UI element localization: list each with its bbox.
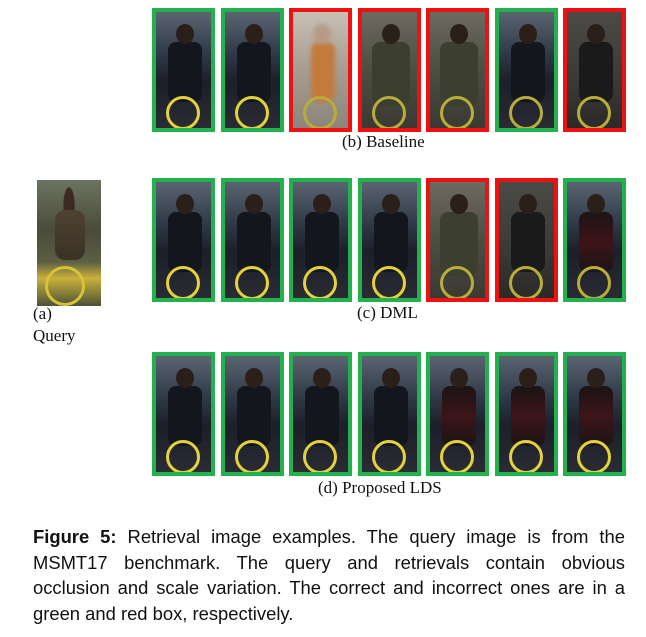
row-label-proposed-lds: (d) Proposed LDS bbox=[318, 478, 442, 497]
person-head bbox=[245, 368, 263, 388]
correct-retrieval-image bbox=[563, 178, 626, 302]
bicycle-wheel bbox=[372, 96, 406, 128]
figure-caption: Figure 5: Retrieval image examples. The … bbox=[33, 524, 625, 626]
person-body bbox=[511, 212, 545, 272]
person-body bbox=[168, 42, 202, 102]
person-head bbox=[519, 194, 537, 214]
query-label-text: Query bbox=[33, 326, 76, 345]
person-body bbox=[440, 212, 478, 276]
person-body bbox=[374, 386, 408, 446]
bicycle-wheel bbox=[577, 266, 611, 298]
correct-retrieval-image bbox=[152, 8, 215, 132]
incorrect-retrieval-image bbox=[426, 8, 489, 132]
person-head bbox=[382, 194, 400, 214]
correct-retrieval-image bbox=[289, 352, 352, 476]
correct-retrieval-image bbox=[563, 352, 626, 476]
bicycle-wheel bbox=[235, 266, 269, 298]
bicycle-wheel bbox=[235, 440, 269, 472]
correct-retrieval-image bbox=[221, 8, 284, 132]
person-head bbox=[245, 24, 263, 44]
person-head bbox=[587, 24, 605, 44]
query-person bbox=[55, 210, 85, 260]
incorrect-retrieval-image bbox=[426, 178, 489, 302]
person-body bbox=[372, 42, 410, 106]
bicycle-wheel bbox=[166, 96, 200, 128]
person-body bbox=[237, 386, 271, 446]
bicycle-wheel bbox=[303, 266, 337, 298]
query-image bbox=[37, 180, 101, 306]
person-head bbox=[313, 24, 331, 44]
person-head bbox=[587, 368, 605, 388]
person-body bbox=[237, 42, 271, 102]
person-head bbox=[313, 194, 331, 214]
person-body bbox=[305, 386, 339, 446]
bicycle-wheel bbox=[166, 266, 200, 298]
row-label-dml: (c) DML bbox=[357, 303, 418, 322]
incorrect-retrieval-image bbox=[495, 178, 558, 302]
bicycle-wheel bbox=[372, 440, 406, 472]
person-body bbox=[374, 212, 408, 272]
person-body bbox=[579, 42, 613, 102]
bicycle-wheel bbox=[509, 266, 543, 298]
person-head bbox=[382, 24, 400, 44]
bicycle-wheel bbox=[235, 96, 269, 128]
person-head bbox=[450, 24, 468, 44]
correct-retrieval-image bbox=[221, 178, 284, 302]
incorrect-retrieval-image bbox=[289, 8, 352, 132]
person-body bbox=[442, 386, 476, 446]
person-body bbox=[511, 386, 545, 446]
person-head bbox=[450, 194, 468, 214]
person-head bbox=[176, 368, 194, 388]
correct-retrieval-image bbox=[289, 178, 352, 302]
person-body bbox=[237, 212, 271, 272]
person-body bbox=[311, 42, 335, 102]
person-head bbox=[450, 368, 468, 388]
row-label-baseline: (b) Baseline bbox=[342, 132, 425, 151]
incorrect-retrieval-image bbox=[563, 8, 626, 132]
bicycle-wheel bbox=[372, 266, 406, 298]
bicycle-wheel bbox=[577, 440, 611, 472]
person-head bbox=[245, 194, 263, 214]
correct-retrieval-image bbox=[152, 352, 215, 476]
person-head bbox=[176, 24, 194, 44]
bicycle-wheel bbox=[440, 440, 474, 472]
caption-text: Retrieval image examples. The query imag… bbox=[33, 526, 625, 624]
correct-retrieval-image bbox=[495, 8, 558, 132]
bicycle-wheel bbox=[303, 440, 337, 472]
person-head bbox=[313, 368, 331, 388]
person-body bbox=[168, 386, 202, 446]
person-body bbox=[305, 212, 339, 272]
person-body bbox=[579, 212, 613, 272]
correct-retrieval-image bbox=[495, 352, 558, 476]
bicycle-wheel bbox=[577, 96, 611, 128]
bicycle-wheel bbox=[509, 440, 543, 472]
person-body bbox=[440, 42, 478, 106]
bicycle-wheel bbox=[303, 96, 337, 128]
person-head bbox=[587, 194, 605, 214]
correct-retrieval-image bbox=[221, 352, 284, 476]
correct-retrieval-image bbox=[152, 178, 215, 302]
bicycle-wheel bbox=[509, 96, 543, 128]
person-head bbox=[382, 368, 400, 388]
person-body bbox=[579, 386, 613, 446]
person-body bbox=[168, 212, 202, 272]
person-body bbox=[511, 42, 545, 102]
bicycle-wheel bbox=[440, 96, 474, 128]
query-label: (a) Query bbox=[33, 303, 75, 347]
correct-retrieval-image bbox=[358, 178, 421, 302]
person-head bbox=[176, 194, 194, 214]
bicycle-wheel bbox=[166, 440, 200, 472]
incorrect-retrieval-image bbox=[358, 8, 421, 132]
correct-retrieval-image bbox=[426, 352, 489, 476]
person-head bbox=[519, 368, 537, 388]
figure-label: Figure 5: bbox=[33, 526, 117, 547]
bicycle-wheel bbox=[440, 266, 474, 298]
person-head bbox=[519, 24, 537, 44]
correct-retrieval-image bbox=[358, 352, 421, 476]
query-label-prefix: (a) bbox=[33, 304, 52, 323]
query-bicycle-wheel bbox=[45, 266, 85, 306]
